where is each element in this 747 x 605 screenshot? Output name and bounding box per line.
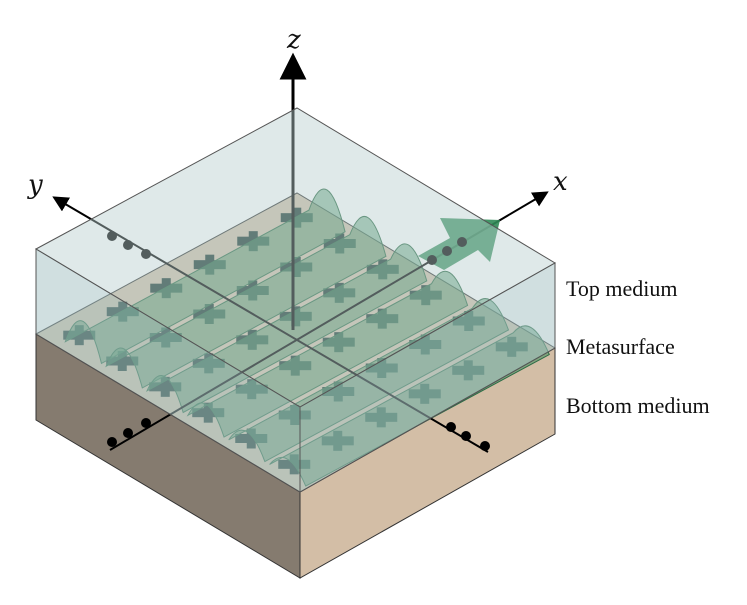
y-axis-dot	[461, 431, 471, 441]
axis-dots	[107, 231, 490, 451]
x-axis-dot	[141, 418, 151, 428]
propagation-arrow	[418, 218, 500, 270]
y-axis-dot	[446, 422, 456, 432]
bottom-medium-label: Bottom medium	[566, 393, 710, 418]
x-axis-dot	[123, 428, 133, 438]
propagation-dot	[457, 237, 467, 247]
x-axis-label: x	[553, 167, 568, 197]
propagation-dot	[442, 246, 452, 256]
top-medium-label: Top medium	[566, 276, 678, 301]
x-axis-dot	[107, 437, 117, 447]
top-medium-block	[34, 107, 556, 493]
metasurface-label: Metasurface	[566, 334, 675, 359]
y-axis-dot	[107, 231, 117, 241]
y-axis-label: y	[27, 170, 43, 200]
y-axis-dot	[123, 240, 133, 250]
y-axis-dot	[141, 249, 151, 259]
z-axis-label: z	[286, 25, 301, 55]
propagation-dot	[427, 255, 437, 265]
top-medium-right-face	[299, 262, 556, 493]
y-axis-dot	[480, 441, 490, 451]
